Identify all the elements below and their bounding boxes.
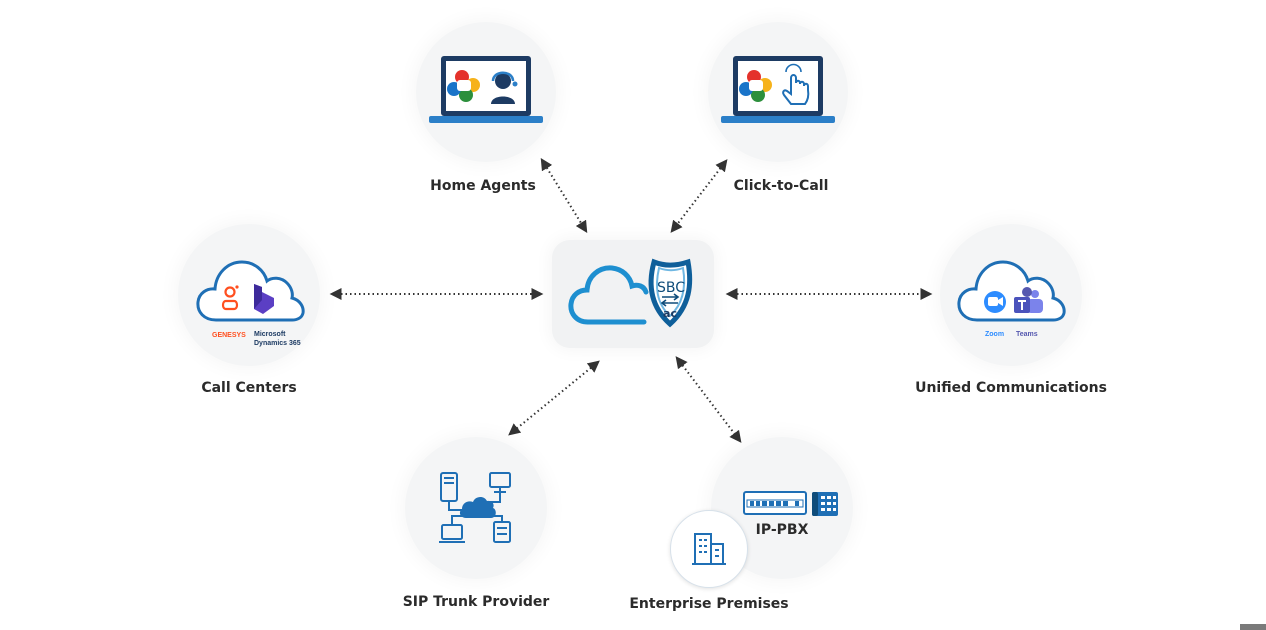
- connector-sip-trunk: [508, 360, 600, 436]
- hub-shield-text: SBC: [657, 280, 685, 296]
- ip-pbx-device-icon: [743, 491, 838, 516]
- enterprise-premises-label: Enterprise Premises: [629, 596, 789, 612]
- teams-caption: Teams: [1016, 331, 1038, 338]
- svg-text:ac: ac: [663, 307, 677, 320]
- home-agents-label: Home Agents: [430, 178, 536, 194]
- cloud-shield-icon: SBC ac: [568, 258, 693, 328]
- building-circle: [670, 510, 748, 588]
- call-centers-label: Call Centers: [201, 380, 297, 396]
- network-cloud-icon: [439, 472, 511, 543]
- click-to-call-label: Click-to-Call: [733, 178, 829, 194]
- corner-mark: [1240, 624, 1266, 630]
- sip-trunk-provider-label: SIP Trunk Provider: [402, 594, 550, 610]
- genesys-logo-text: GENESYS: [212, 332, 246, 339]
- laptop-agent-icon: [429, 56, 543, 123]
- connector-home-agents: [540, 157, 588, 234]
- zoom-caption: Zoom: [985, 331, 1005, 338]
- ip-pbx-label: IP-PBX: [755, 522, 809, 538]
- laptop-click-to-call-icon: [721, 56, 835, 123]
- building-icon: [692, 533, 726, 565]
- dynamics-logo-line1: Microsoft: [254, 331, 286, 338]
- unified-communications-label: Unified Communications: [915, 380, 1107, 396]
- dynamics-logo-line2: Dynamics 365: [254, 340, 301, 347]
- cloud-call-center-icon: [196, 260, 305, 322]
- cloud-unified-communications-icon: [957, 260, 1066, 322]
- connector-click-to-call: [670, 159, 728, 233]
- sbc-hub: SBC ac: [552, 240, 714, 348]
- connector-enterprise: [675, 356, 742, 443]
